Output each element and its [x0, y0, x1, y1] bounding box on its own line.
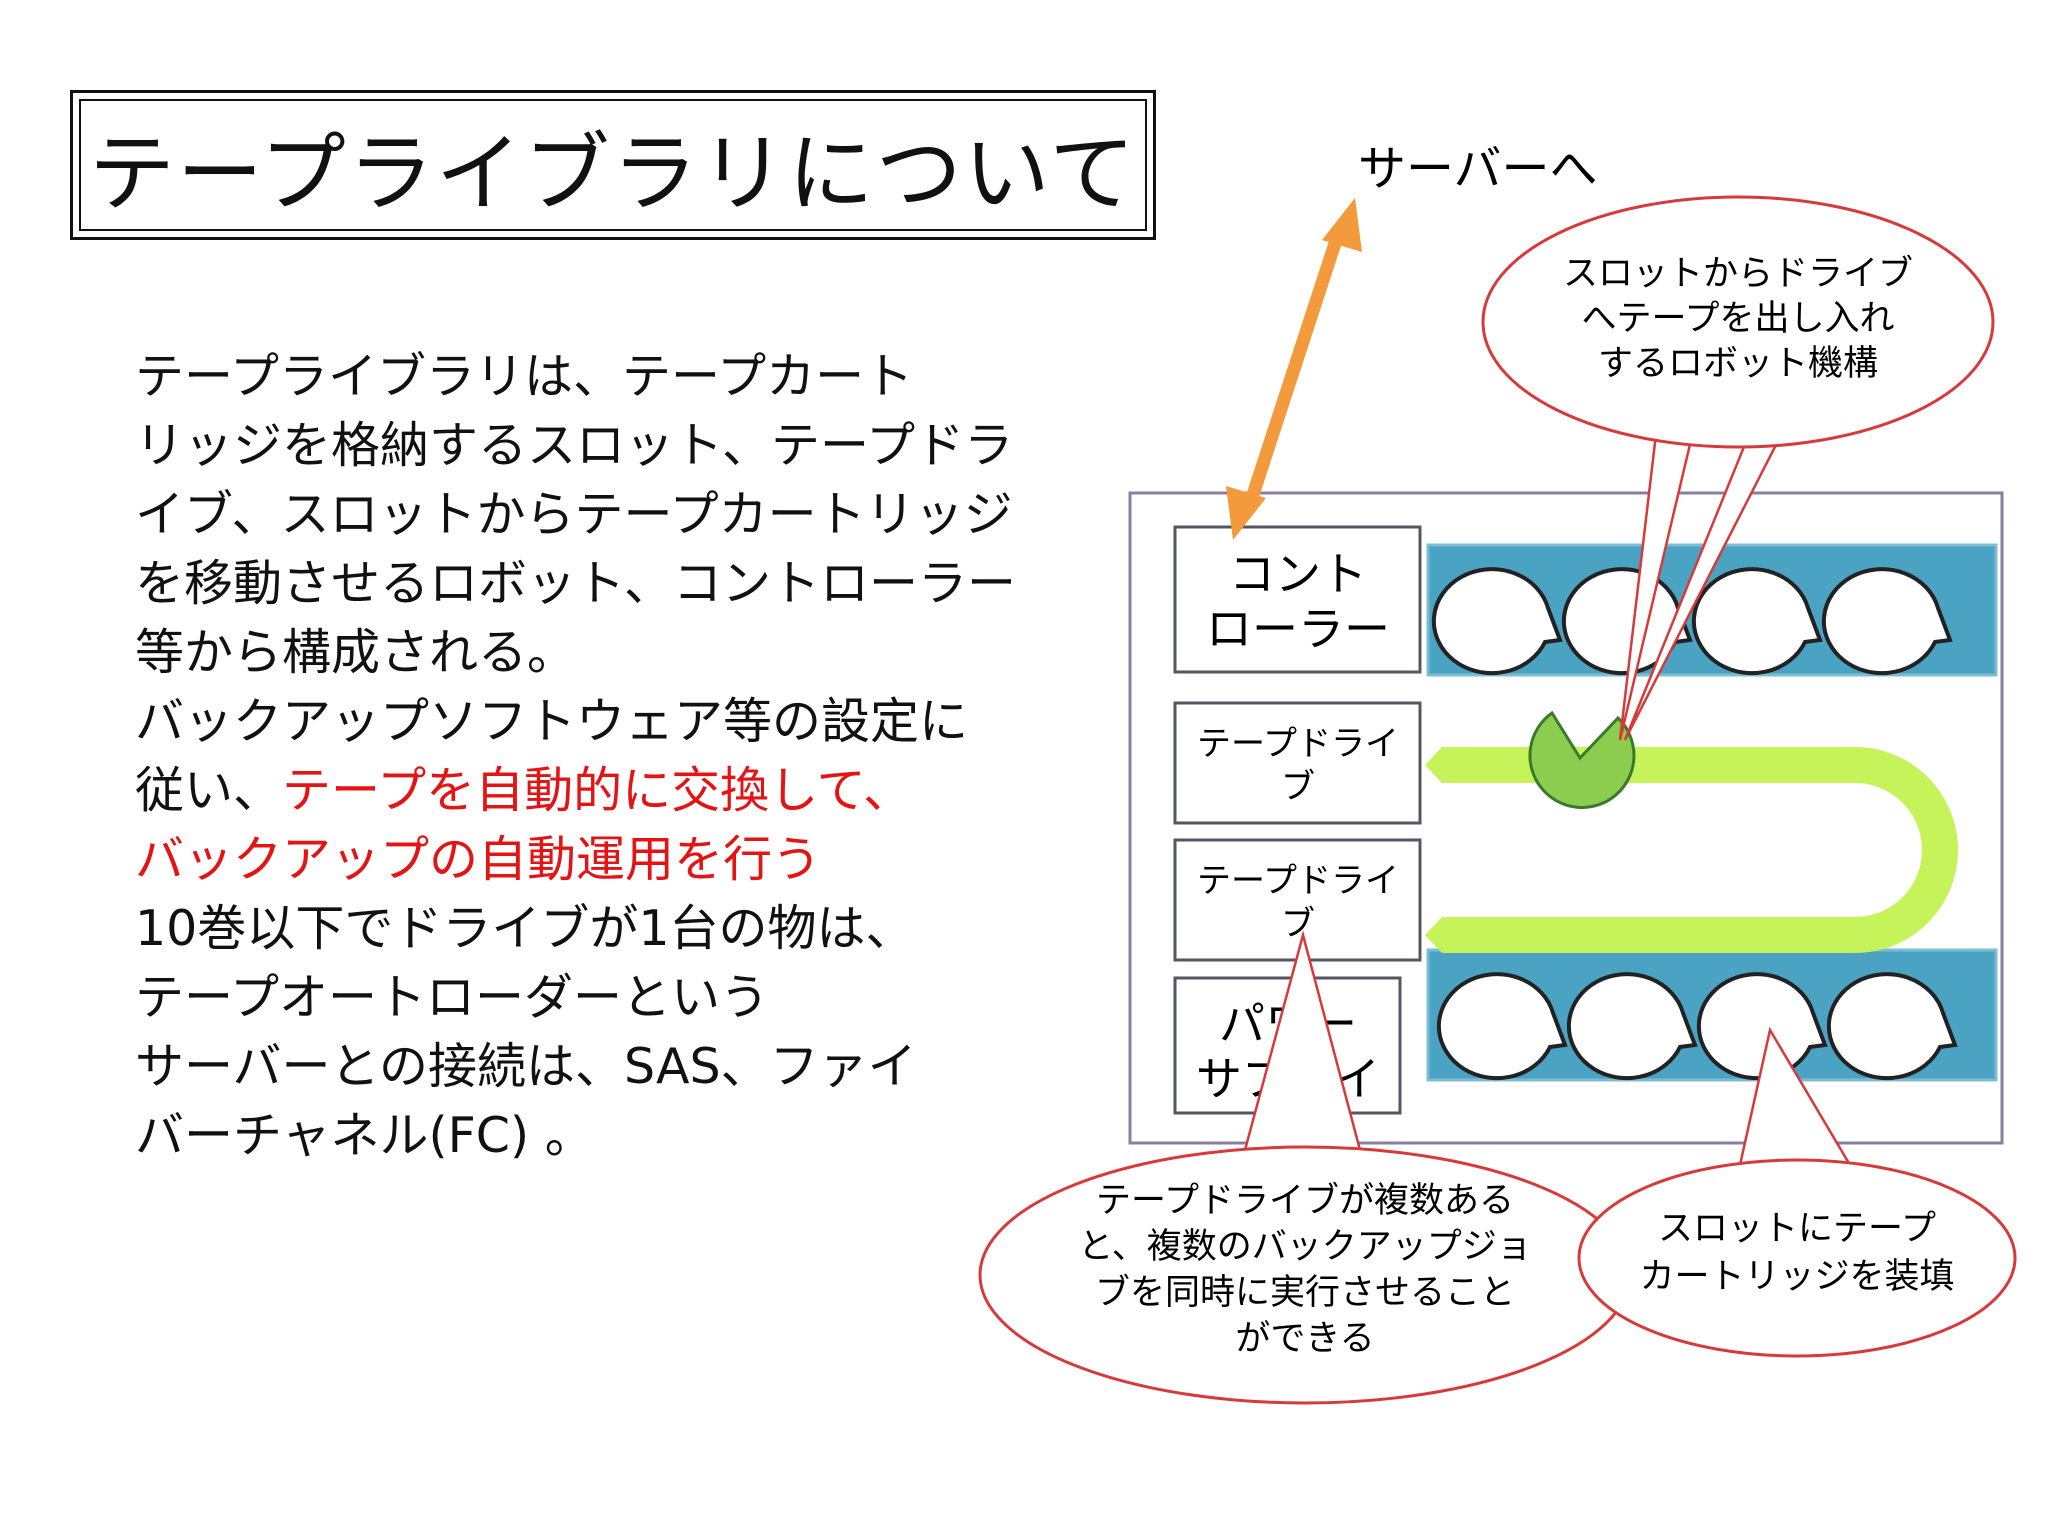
- body-text-segment: 等から構成される。: [135, 624, 577, 681]
- callout-robot-line-1: スロットからドライブ: [1563, 254, 1913, 294]
- drive1-label-2: ブ: [1281, 767, 1315, 807]
- body-text-segment: テープオートローダーという: [135, 969, 770, 1026]
- arrow-head-bottom: [1226, 486, 1266, 540]
- body-line: サーバーとの接続は、SAS、ファイ: [135, 1032, 1035, 1101]
- body-line: イブ、スロットからテープカートリッジ: [135, 480, 1035, 549]
- body-text-segment: サーバーとの接続は、SAS、ファイ: [135, 1038, 917, 1095]
- tape-drive-box-2: [1173, 838, 1422, 962]
- drive2-label-2: ブ: [1281, 904, 1315, 944]
- drive2-label-1: テープドライ: [1197, 861, 1399, 901]
- callout-drives-line-2: と、複数のバックアップジョ: [1078, 1227, 1532, 1267]
- body-text-segment: バックアップソフトウェア等の設定に: [135, 693, 969, 750]
- drive1-label-1: テープドライ: [1197, 724, 1399, 764]
- body-line: テープオートローダーという: [135, 963, 1035, 1032]
- body-line: リッジを格納するスロット、テープドラ: [135, 411, 1035, 480]
- body-line: を移動させるロボット、コントローラー: [135, 549, 1035, 618]
- highlighted-text: バックアップの自動運用を行う: [135, 831, 822, 888]
- controller-label-1: コント: [1229, 547, 1367, 601]
- slot-cartridges-top: [1431, 567, 1953, 676]
- callout-slots-line-2: カートリッジを装填: [1639, 1257, 1954, 1297]
- controller-label-2: ローラー: [1206, 602, 1390, 656]
- callout-robot: スロットからドライブ へテープを出し入れ するロボット機構: [1481, 195, 1995, 741]
- tape-drive-box-1: [1173, 701, 1422, 825]
- body-text-segment: テープライブラリは、テープカート: [135, 348, 914, 405]
- controller-box: [1173, 525, 1422, 674]
- callout-slots: スロットにテープ カートリッジを装填: [1577, 1026, 2017, 1358]
- body-line: バーチャネル(FC) 。: [135, 1101, 1035, 1170]
- server-label: サーバーへ: [1358, 141, 1598, 197]
- body-text-segment: リッジを格納するスロット、テープドラ: [135, 417, 1014, 474]
- track-end-top: [1425, 747, 1442, 783]
- title-frame: [70, 90, 1156, 240]
- body-text-segment: バーチャネル(FC) 。: [135, 1107, 594, 1164]
- body-line: バックアップの自動運用を行う: [135, 825, 1035, 894]
- body-line: バックアップソフトウェア等の設定に: [135, 687, 1035, 756]
- robot-track: [1442, 747, 1958, 953]
- body-line: テープライブラリは、テープカート: [135, 342, 1035, 411]
- highlighted-text: テープを自動的に交換して、: [282, 762, 913, 819]
- page-title: テープライブラリについて: [88, 123, 1138, 224]
- callout-robot-line-3: するロボット機構: [1598, 344, 1878, 384]
- body-line: 従い、テープを自動的に交換して、: [135, 756, 1035, 825]
- callout-drives-line-1: テープドライブが複数ある: [1096, 1181, 1514, 1221]
- body-text-segment: イブ、スロットからテープカートリッジ: [135, 486, 1013, 543]
- cartridge-icon: [1436, 972, 1568, 1081]
- callout-robot-line-2: へテープを出し入れ: [1582, 299, 1895, 339]
- callout-slots-line-1: スロットにテープ: [1658, 1209, 1936, 1249]
- body-line: 10巻以下でドライブが1台の物は、: [135, 894, 1035, 963]
- callout-slots-bubble: [1577, 1158, 2017, 1358]
- slot-cartridges-bottom: [1436, 972, 1958, 1081]
- cartridge-icon: [1821, 567, 1953, 676]
- arrow-shaft: [1241, 225, 1347, 513]
- cartridge-icon: [1566, 972, 1698, 1081]
- body-text-segment: 従い、: [135, 762, 283, 819]
- body-text-segment: 10巻以下でドライブが1台の物は、: [135, 900, 915, 957]
- server-connection-arrow: [1226, 198, 1362, 540]
- title-frame-inner: [79, 99, 1147, 231]
- callout-drives-line-4: ができる: [1235, 1319, 1374, 1359]
- robot-mechanism-icon: [1528, 710, 1636, 809]
- callout-drives-line-3: ブを同時に実行させること: [1095, 1273, 1515, 1313]
- cartridge-icon: [1826, 972, 1958, 1081]
- body-text: テープライブラリは、テープカートリッジを格納するスロット、テープドライブ、スロッ…: [135, 342, 1035, 1170]
- track-end-bottom: [1425, 917, 1442, 953]
- callout-robot-bubble: [1481, 195, 1995, 449]
- callout-drives: テープドライブが複数ある と、複数のバックアップジョ ブを同時に実行させること …: [978, 930, 1632, 1405]
- library-enclosure: [1128, 491, 2004, 1145]
- body-text-segment: を移動させるロボット、コントローラー: [135, 555, 1017, 612]
- cartridge-icon: [1691, 567, 1823, 676]
- body-line: 等から構成される。: [135, 618, 1035, 687]
- arrow-head-top: [1322, 198, 1362, 252]
- cartridge-icon: [1431, 567, 1563, 676]
